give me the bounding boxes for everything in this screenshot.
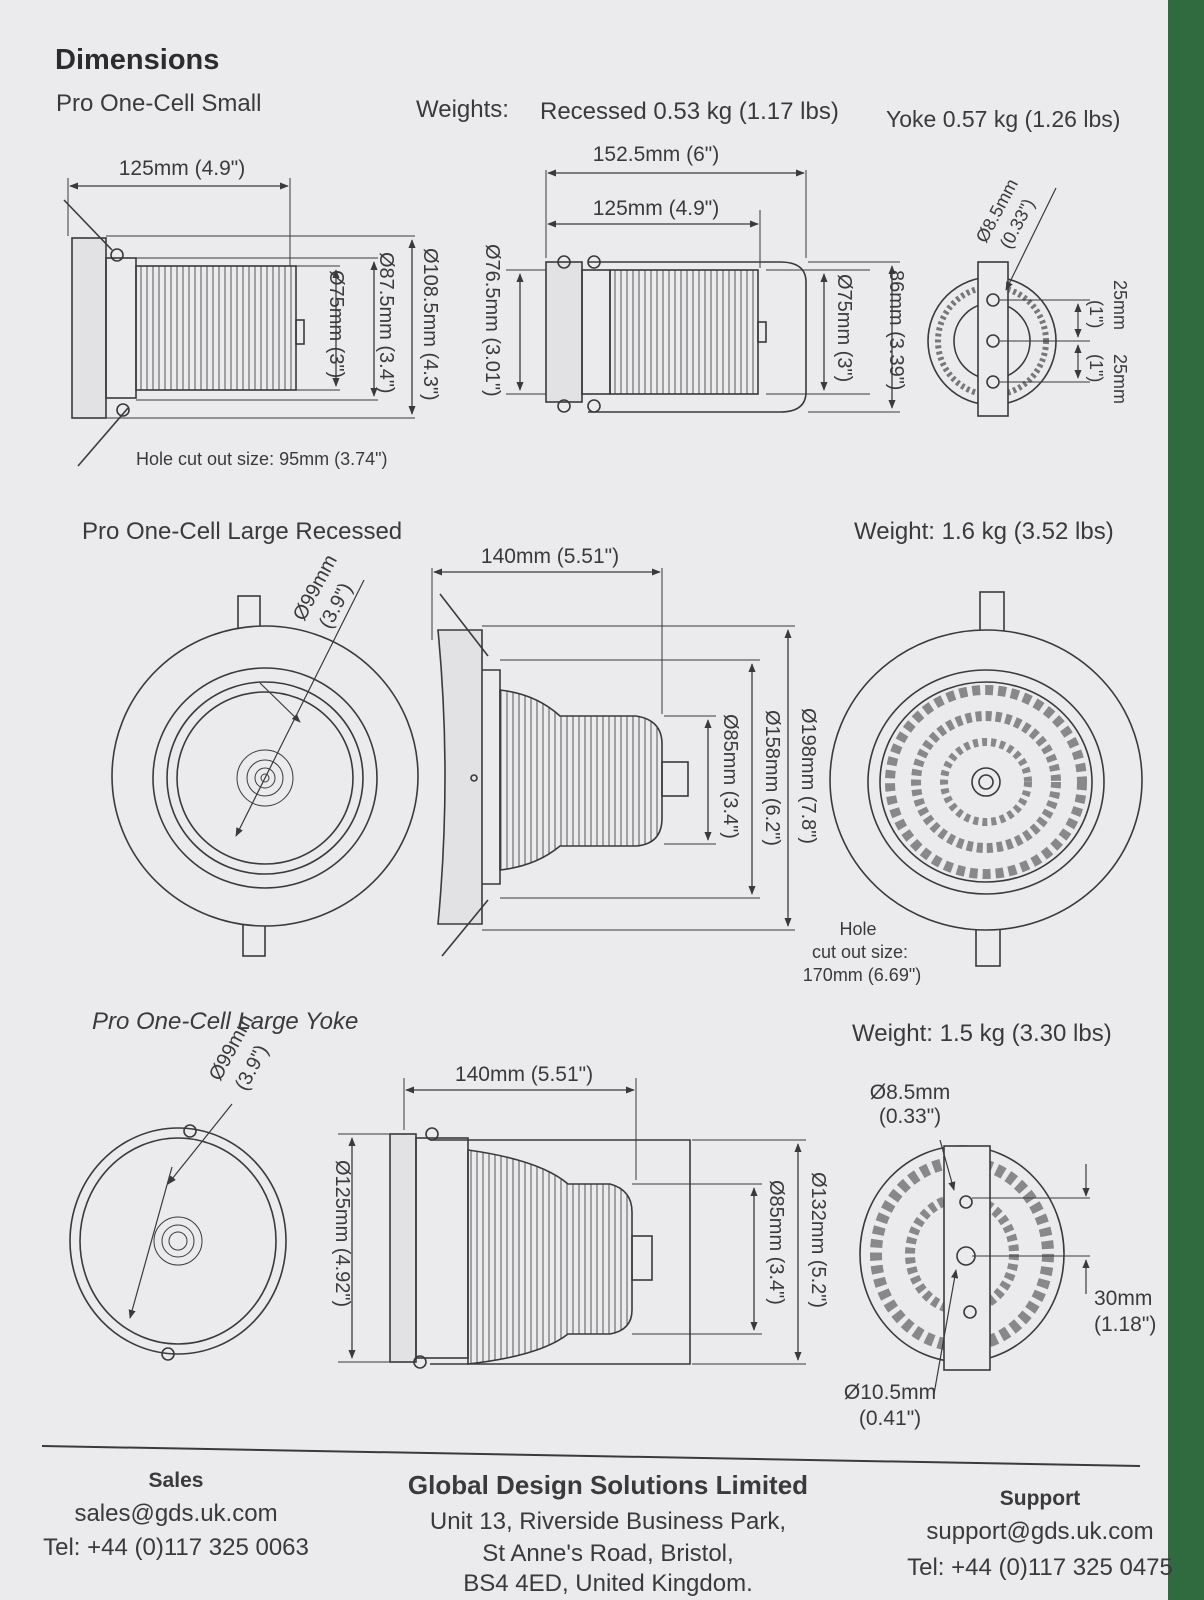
- dim-spacing-2-in: (1"): [1086, 354, 1106, 382]
- dim-yoke-outer: 152.5mm (6"): [592, 143, 720, 166]
- dim-ly-d10-in: (0.41"): [858, 1407, 922, 1430]
- large-recessed-title: Pro One-Cell Large Recessed: [82, 518, 403, 545]
- support-tel[interactable]: Tel: +44 (0)117 325 0475: [907, 1554, 1173, 1581]
- dim-h86: 86mm (3.39"): [885, 270, 907, 390]
- dim-lr-d85: Ø85mm (3.4"): [719, 714, 741, 839]
- page-title: Dimensions: [55, 44, 220, 76]
- large-yoke-weight: Weight: 1.5 kg (3.30 lbs): [852, 1020, 1112, 1047]
- dim-lr-d198: Ø198mm (7.8"): [797, 708, 819, 844]
- dim-yoke-inner: 125mm (4.9"): [592, 197, 720, 220]
- small-yoke-side-view: [506, 169, 900, 413]
- large-recessed-weight: Weight: 1.6 kg (3.52 lbs): [854, 518, 1114, 545]
- support-title: Support: [999, 1487, 1081, 1510]
- large-yoke-side-view: [338, 1078, 806, 1369]
- large-yoke-title: Pro One-Cell Large Yoke: [92, 1008, 359, 1035]
- dim-ly-30-in: (1.18"): [1094, 1313, 1157, 1336]
- large-recessed-front-view: [111, 579, 419, 957]
- small-title: Pro One-Cell Small: [56, 90, 262, 117]
- dim-ly-30: 30mm: [1094, 1287, 1153, 1310]
- weight-recessed: Recessed 0.53 kg (1.17 lbs): [540, 98, 839, 125]
- dim-ly-d8-in: (0.33"): [878, 1105, 942, 1128]
- dim-ly-d8: Ø8.5mm: [869, 1081, 951, 1104]
- dimension-drawings: Ø108.5mm (4.3") Ø87.5mm (3.4") Ø75mm (3"…: [41, 169, 1143, 1467]
- sales-tel[interactable]: Tel: +44 (0)117 325 0063: [43, 1534, 309, 1561]
- sales-title: Sales: [148, 1469, 204, 1492]
- dim-ly-d85: Ø85mm (3.4"): [765, 1180, 787, 1305]
- dim-d75b: Ø75mm (3"): [833, 274, 855, 382]
- small-side-view: [63, 178, 416, 467]
- weights-label: Weights:: [416, 96, 509, 123]
- dim-d75a: Ø75mm (3"): [325, 270, 347, 378]
- small-end-view: [927, 187, 1090, 417]
- large-yoke-back-view: [859, 1139, 1090, 1395]
- footer-rule: [41, 1445, 1141, 1467]
- dim-ly-d125: Ø125mm (4.92"): [331, 1160, 353, 1307]
- dim-lr-width: 140mm (5.51"): [480, 545, 620, 568]
- sales-email[interactable]: sales@gds.uk.com: [74, 1500, 278, 1527]
- address-line-2: St Anne's Road, Bristol,: [482, 1540, 734, 1567]
- dim-spacing-1: 25mm: [1110, 280, 1130, 330]
- dim-spacing-1-in: (1"): [1086, 300, 1106, 328]
- lr-hole-2: cut out size:: [811, 942, 909, 962]
- spec-sheet: Ø108.5mm (4.3") Ø87.5mm (3.4") Ø75mm (3"…: [0, 0, 1173, 1600]
- address-line-3: BS4 4ED, United Kingdom.: [463, 1570, 753, 1597]
- dim-d108: Ø108.5mm (4.3"): [419, 248, 441, 401]
- weight-yoke: Yoke 0.57 kg (1.26 lbs): [886, 106, 1121, 132]
- dim-lr-d158: Ø158mm (6.2"): [761, 710, 783, 846]
- dim-small-width: 125mm (4.9"): [118, 157, 246, 180]
- lr-hole-3: 170mm (6.69"): [802, 965, 922, 985]
- large-recessed-side-view: [431, 568, 795, 957]
- address-line-1: Unit 13, Riverside Business Park,: [429, 1508, 787, 1535]
- company-name: Global Design Solutions Limited: [407, 1470, 809, 1500]
- large-recessed-back-view: [829, 591, 1143, 967]
- dim-spacing-2: 25mm: [1110, 354, 1130, 404]
- dim-ly-d132: Ø132mm (5.2"): [807, 1172, 829, 1308]
- small-hole-note: Hole cut out size: 95mm (3.74"): [136, 449, 388, 469]
- dim-ly-width: 140mm (5.51"): [454, 1063, 594, 1086]
- dim-d87: Ø87.5mm (3.4"): [375, 252, 397, 394]
- dim-ly-d10: Ø10.5mm: [843, 1381, 937, 1404]
- large-yoke-front-view: [69, 1103, 287, 1361]
- support-email[interactable]: support@gds.uk.com: [926, 1518, 1154, 1545]
- lr-hole-1: Hole: [839, 919, 877, 939]
- dim-d76: Ø76.5mm (3.01"): [481, 244, 503, 397]
